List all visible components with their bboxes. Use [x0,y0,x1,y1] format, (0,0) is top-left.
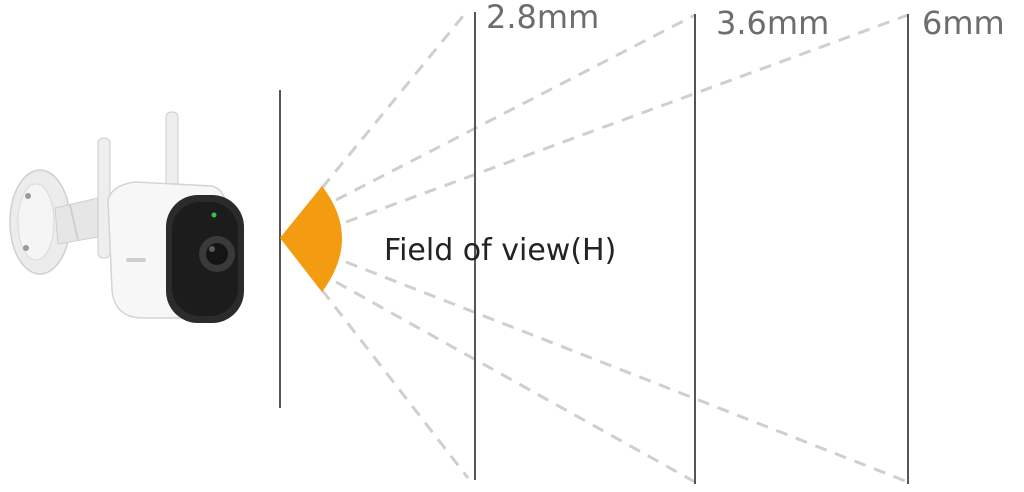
fov-wedge [280,186,342,292]
bullet-camera-icon [9,111,244,323]
lens-label-3.6mm: 3.6mm [716,4,829,42]
fov-ray-2.8mm-upper [320,9,470,189]
lens-label-2.8mm: 2.8mm [486,0,599,36]
fov-ray-6mm-upper [345,13,909,224]
fov-label: Field of view(H) [384,233,616,268]
fov-ray-6mm-lower [345,260,909,484]
fov-rays [320,9,909,484]
lens-label-6mm: 6mm [922,4,1005,42]
fov-ray-3.6mm-lower [335,280,696,484]
fov-ray-2.8mm-lower [320,289,470,479]
fov-ray-3.6mm-upper [335,13,696,202]
